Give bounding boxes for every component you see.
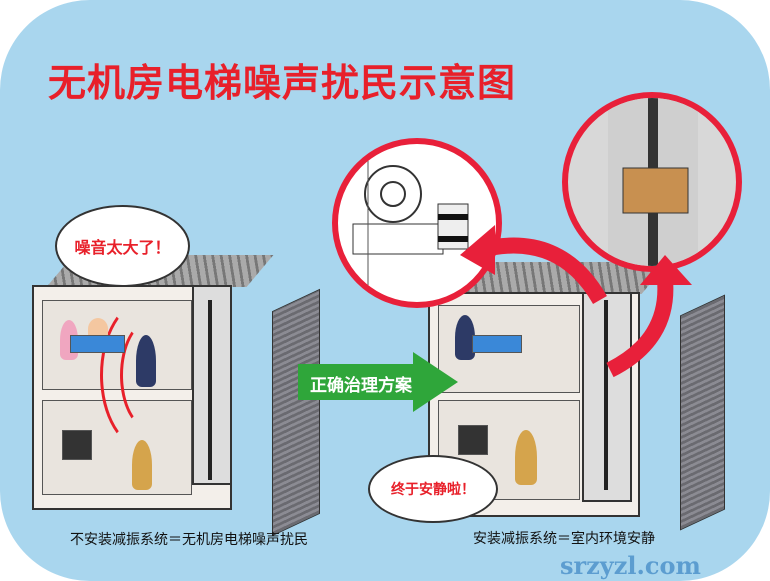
rail-detail-circle [562, 92, 742, 272]
elevator-shaft [192, 285, 232, 485]
machine-drawing-icon [352, 144, 469, 302]
side-wall [272, 288, 320, 537]
baby-person [88, 318, 108, 340]
page-title: 无机房电梯噪声扰民示意图 [48, 61, 517, 105]
relief-text: 终于安静啦！ [391, 482, 475, 498]
caption-left: 不安装减振系统＝无机房电梯噪声扰民 [70, 532, 308, 548]
man-person [455, 315, 475, 360]
guide-rail [208, 300, 212, 480]
guide-rail [604, 300, 608, 490]
kitchen-stove [62, 430, 92, 460]
man-person [136, 335, 156, 387]
rail-bracket-icon [608, 98, 698, 266]
woman-person [515, 430, 537, 485]
watermark: srzyzl.com [560, 551, 701, 580]
complaint-text: 噪音太大了！ [74, 238, 171, 257]
bed [70, 335, 125, 353]
bed [472, 335, 522, 353]
complaint-bubble: 噪音太大了！ [55, 205, 190, 287]
caption-right: 安装减振系统＝室内环境安静 [473, 531, 655, 547]
solution-label: 正确治理方案 [310, 376, 412, 396]
woman-person [132, 440, 152, 490]
red-arrow-to-rail [606, 255, 692, 378]
machine-detail-circle [332, 138, 502, 308]
red-arrow-to-machine [460, 225, 607, 305]
solution-arrow [298, 352, 458, 412]
kitchen-stove [458, 425, 488, 455]
relief-bubble: 终于安静啦！ [368, 455, 498, 523]
